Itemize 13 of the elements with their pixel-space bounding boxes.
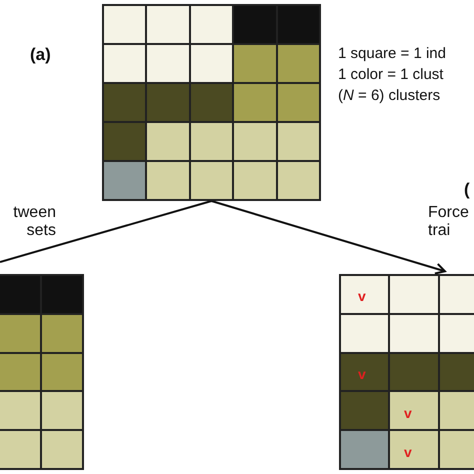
legend-text: 1 color = 1 clust bbox=[338, 66, 444, 83]
check-mark: v bbox=[358, 366, 366, 382]
cluster-grid bbox=[339, 274, 474, 470]
legend-text: 1 square = 1 ind bbox=[338, 45, 446, 62]
check-mark: v bbox=[358, 288, 366, 304]
connector-line bbox=[0, 200, 212, 263]
legend-text: (N = 6) clusters bbox=[338, 87, 440, 104]
check-mark: v bbox=[404, 405, 412, 421]
check-mark: v bbox=[404, 444, 412, 460]
panel-label: ( bbox=[464, 180, 470, 200]
arrow bbox=[211, 200, 446, 274]
panel-label: (a) bbox=[30, 45, 51, 65]
cluster-grid bbox=[102, 4, 321, 201]
